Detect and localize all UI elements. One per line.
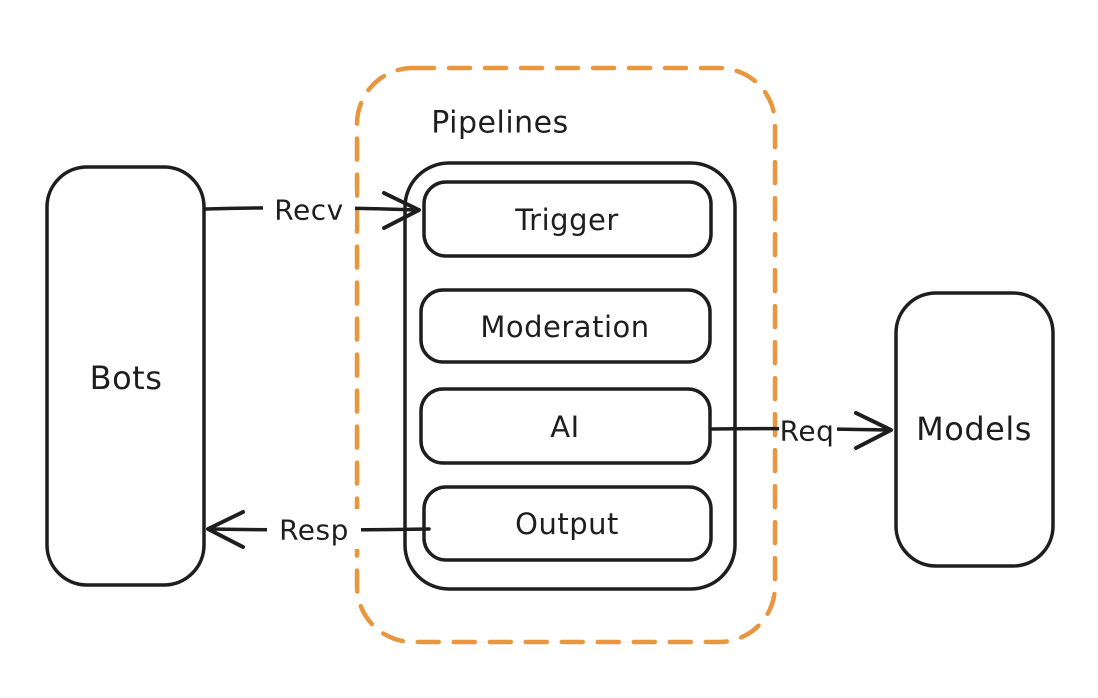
recv-arrowhead-icon — [382, 191, 421, 230]
models-box — [894, 291, 1055, 568]
models-label: Models — [916, 410, 1032, 448]
resp-label-mask — [267, 509, 361, 549]
pipeline-group-box — [403, 161, 737, 591]
ai-node: AI — [419, 387, 712, 465]
trigger-box — [422, 180, 713, 258]
pipelines-frame-border — [354, 65, 778, 645]
moderation-node: Moderation — [419, 288, 712, 364]
bots-label: Bots — [90, 359, 163, 397]
req-arrow-label: Req — [780, 415, 835, 448]
pipelines-frame: Pipelines — [354, 65, 778, 645]
req-arrow: Req — [710, 410, 893, 450]
moderation-label: Moderation — [480, 310, 649, 344]
resp-arrow-label: Resp — [279, 514, 349, 547]
bots-node: Bots — [45, 165, 206, 587]
req-arrowhead-icon — [854, 411, 893, 450]
recv-label-mask — [263, 189, 355, 229]
models-node: Models — [894, 291, 1055, 568]
trigger-label: Trigger — [514, 203, 619, 237]
bots-box — [45, 165, 206, 587]
recv-arrow-label: Recv — [274, 194, 343, 227]
pipelines-label: Pipelines — [431, 106, 569, 141]
ai-label: AI — [550, 410, 579, 444]
resp-arrow: Resp — [206, 509, 431, 549]
output-label: Output — [515, 507, 619, 541]
output-node: Output — [422, 485, 713, 562]
moderation-box — [419, 288, 712, 364]
recv-arrow: Recv — [204, 189, 421, 230]
trigger-node: Trigger — [422, 180, 713, 258]
resp-arrowhead-icon — [206, 510, 245, 549]
ai-box — [419, 387, 712, 465]
req-label-mask — [779, 410, 837, 450]
output-box — [422, 485, 713, 562]
